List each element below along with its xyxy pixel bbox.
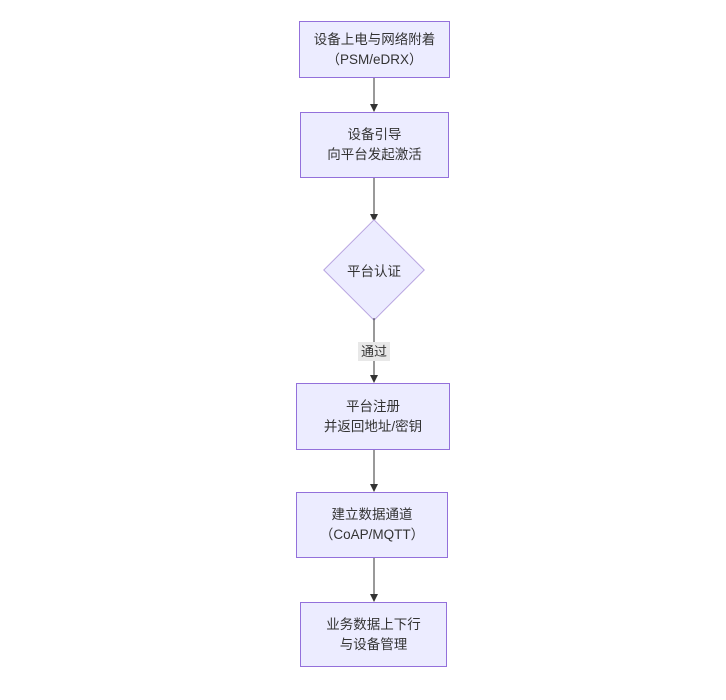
node-bootstrap: 设备引导 向平台发起激活 [300, 112, 449, 178]
edge-line-register-to-channel [373, 450, 375, 484]
arrow-down-icon [370, 104, 378, 112]
arrow-down-icon [370, 484, 378, 492]
edge-line-bootstrap-to-auth [373, 178, 375, 214]
node-text-line: （CoAP/MQTT） [319, 527, 425, 542]
node-text-line: 建立数据通道 [331, 507, 413, 522]
node-text-line: 并返回地址/密钥 [323, 418, 423, 434]
node-text-line: 平台注册 [346, 398, 400, 414]
edge-label-pass: 通过 [357, 342, 391, 361]
arrow-down-icon [370, 594, 378, 602]
arrow-down-icon [370, 214, 378, 222]
node-text-line: 向平台发起激活 [327, 147, 422, 162]
node-text-line: （PSM/eDRX） [326, 51, 423, 67]
edge-line-power-to-bootstrap [373, 78, 375, 105]
node-text-line: 设备引导 [347, 127, 402, 142]
node-channel: 建立数据通道 （CoAP/MQTT） [296, 492, 448, 558]
arrow-down-icon [370, 375, 378, 383]
node-text-line: 设备上电与网络附着 [313, 31, 436, 47]
node-power-attach: 设备上电与网络附着 （PSM/eDRX） [299, 21, 450, 78]
node-text-line: 与设备管理 [339, 636, 408, 652]
node-auth-decision: 平台认证 [323, 219, 425, 321]
edge-line-channel-to-business [373, 558, 375, 594]
node-text-line: 业务数据上下行 [326, 616, 421, 632]
node-text-line: 平台认证 [347, 264, 401, 279]
node-register: 平台注册 并返回地址/密钥 [296, 383, 450, 450]
node-business: 业务数据上下行 与设备管理 [300, 602, 447, 667]
